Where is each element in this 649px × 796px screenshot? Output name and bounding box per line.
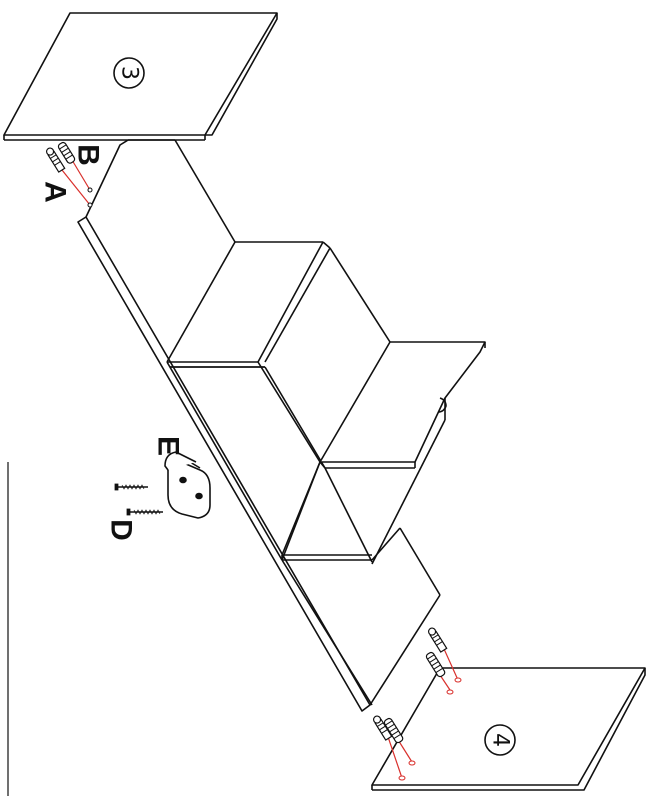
panel-4-number-circle <box>484 724 516 756</box>
shelf-body <box>77 139 486 712</box>
wood-dowel-icon <box>425 651 446 678</box>
hardware-top <box>45 141 93 208</box>
part-label-d: D <box>105 519 138 541</box>
cam-bolt-icon <box>427 627 448 653</box>
hardware-bottom <box>372 627 462 781</box>
panel-4 <box>371 667 646 791</box>
part-label-e: E <box>152 436 185 456</box>
panel-3-number-circle <box>113 57 145 89</box>
wood-dowel-icon <box>383 717 404 744</box>
dowel-guide-line <box>57 164 91 206</box>
screw-icon <box>126 508 163 516</box>
wall-bracket-icon <box>164 451 211 519</box>
panel-3 <box>3 12 278 141</box>
cam-bolt-icon <box>45 147 66 173</box>
part-label-a: A <box>39 181 72 203</box>
screw-icon <box>114 483 148 491</box>
cam-bolt-icon <box>372 715 393 741</box>
panel-4-number: 4 <box>488 733 513 747</box>
panel-3-number: 3 <box>117 66 142 80</box>
wood-dowel-icon <box>57 141 76 164</box>
part-label-b: B <box>72 144 105 166</box>
